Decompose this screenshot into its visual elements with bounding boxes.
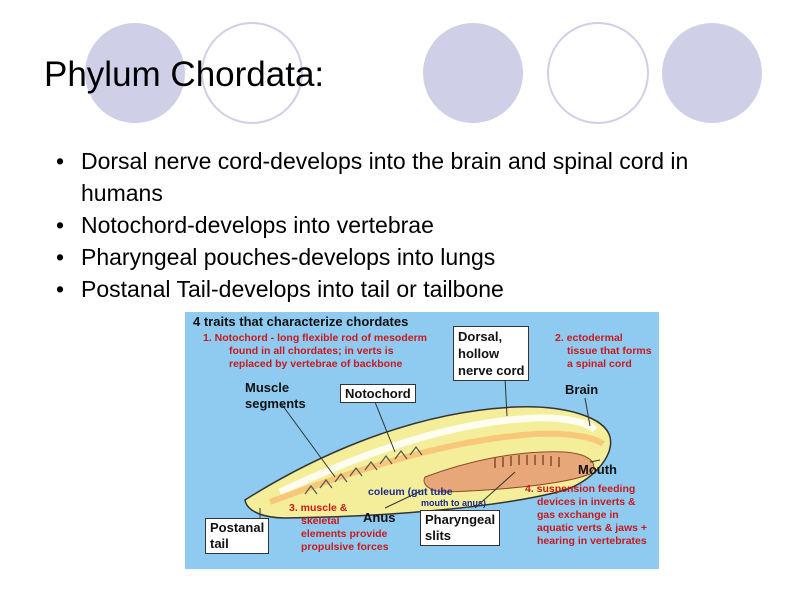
- bullet-text: Pharyngeal pouches-develops into lungs: [81, 244, 496, 270]
- note-notochord: 1. Notochord - long flexible rod of meso…: [203, 332, 427, 371]
- chordate-diagram: 4 traits that characterize chordates 1. …: [185, 312, 659, 569]
- bullet-item: • Postanal Tail-develops into tail or tai…: [56, 273, 776, 305]
- brain-label: Brain: [565, 382, 599, 397]
- pointer-notochord: [374, 401, 396, 453]
- decor-circle-5: [662, 23, 762, 123]
- note-line: found in all chordates; in verts is: [229, 345, 394, 357]
- label-line: mouth to anus): [421, 498, 486, 508]
- label-line: Postanal: [210, 520, 265, 535]
- pharyngeal-slits-label: Pharyngeal slits: [420, 510, 501, 546]
- pointer-dorsal: [504, 377, 508, 417]
- note-line: propulsive forces: [301, 541, 389, 553]
- note-line: 4. suspension feeding: [525, 483, 636, 495]
- anus-label: Anus: [363, 510, 396, 525]
- slide-title: Phylum Chordata:: [44, 55, 325, 94]
- mouth-label: Mouth: [578, 462, 617, 477]
- label-line: Muscle: [245, 380, 290, 395]
- pharyngeal-slits: [494, 455, 560, 468]
- bullet-text: Postanal Tail-develops into tail or tail…: [81, 276, 504, 302]
- decorative-circles: [85, 22, 762, 124]
- lancelet-illustration: [244, 377, 612, 522]
- bullet-item: • Dorsal nerve cord-develops into the bra…: [56, 145, 776, 209]
- coleum-label: coleum (gut tube mouth to anus): [368, 487, 486, 509]
- label-line: Dorsal,: [458, 329, 503, 344]
- bullet-glyph: •: [56, 212, 65, 238]
- postanal-tail-label: Postanal tail: [205, 518, 270, 554]
- label-line: Pharyngeal: [425, 512, 496, 527]
- diagram-heading: 4 traits that characterize chordates: [193, 314, 409, 329]
- note-line: replaced by vertebrae of backbone: [229, 358, 403, 370]
- bullet-glyph: •: [56, 244, 65, 270]
- pointer-brain: [584, 397, 591, 427]
- dorsal-nerve-cord-label: Dorsal, hollow nerve cord: [453, 326, 530, 381]
- bullet-text: Dorsal nerve cord-develops into the brai…: [81, 148, 689, 206]
- notochord-label: Notochord: [340, 384, 416, 403]
- pointer-mouth: [589, 459, 601, 463]
- bullet-item: • Notochord-develops into vertebrae: [56, 209, 776, 241]
- bullet-glyph: •: [56, 148, 65, 174]
- note-line: 2. ectodermal: [555, 332, 623, 344]
- note-line: 1. Notochord - long flexible rod of meso…: [203, 332, 428, 344]
- notochord-rod: [268, 430, 605, 505]
- decor-circle-2: [201, 22, 303, 124]
- label-line: slits: [425, 528, 452, 543]
- label-line: segments: [245, 396, 306, 411]
- note-line: aquatic verts & jaws +: [537, 522, 648, 534]
- note-line: a spinal cord: [567, 358, 632, 370]
- note-line: hearing in vertebrates: [537, 535, 647, 547]
- decor-circle-4: [547, 22, 649, 124]
- note-ectodermal: 2. ectodermal tissue that forms a spinal…: [555, 332, 652, 371]
- label-line: coleum (gut tube: [368, 486, 453, 498]
- pointer-pharyngeal: [474, 471, 516, 509]
- bullet-glyph: •: [56, 276, 65, 302]
- decor-circle-1: [85, 23, 185, 123]
- muscle-segments-label: Muscle segments: [245, 380, 306, 412]
- decor-circle-3: [423, 23, 523, 123]
- note-line: elements provide: [301, 528, 388, 540]
- note-muscle-skeletal: 3. muscle & skeletal elements provide pr…: [289, 502, 389, 554]
- nerve-cord: [278, 414, 598, 496]
- note-line: 3. muscle &: [289, 502, 348, 514]
- note-line: skeletal: [301, 515, 340, 527]
- label-line: hollow: [458, 346, 500, 361]
- note-suspension-feeding: 4. suspension feeding devices in inverts…: [525, 483, 647, 548]
- bullet-item: • Pharyngeal pouches-develops into lungs: [56, 241, 776, 273]
- bullet-text: Notochord-develops into vertebrae: [81, 212, 434, 238]
- label-line: tail: [210, 536, 229, 551]
- pointer-anus: [384, 489, 424, 509]
- note-line: tissue that forms: [567, 345, 652, 357]
- label-line: nerve cord: [458, 363, 525, 378]
- muscle-segments: [304, 446, 423, 495]
- bullet-list: • Dorsal nerve cord-develops into the bra…: [56, 145, 776, 305]
- note-line: gas exchange in: [537, 509, 619, 521]
- pointer-muscle: [279, 401, 336, 478]
- note-line: devices in inverts &: [537, 496, 636, 508]
